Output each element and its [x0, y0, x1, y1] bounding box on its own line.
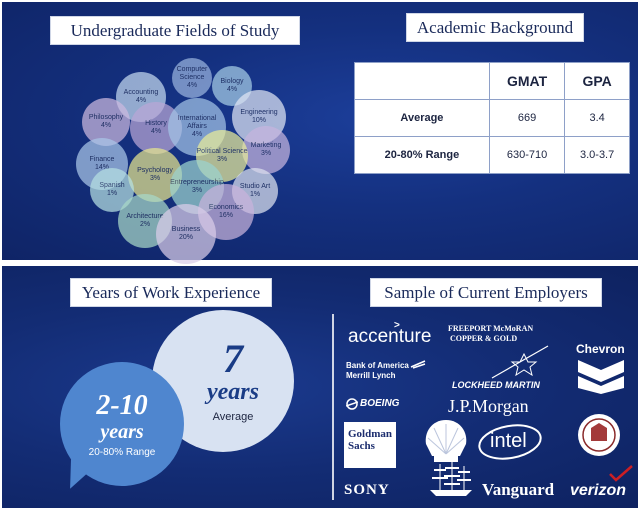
average-years-unit: years: [207, 379, 259, 405]
field-name: Business: [171, 226, 201, 233]
lockheed-logo: LOCKHEED MARTIN: [452, 380, 540, 390]
field-percent: 16%: [218, 212, 233, 219]
field-percent: 4%: [191, 131, 203, 138]
field-percent: 4%: [150, 128, 162, 135]
federal-reserve-seal-icon: [578, 414, 620, 456]
chevron-logo-text: Chevron: [576, 342, 625, 356]
shell-logo-icon: [425, 420, 467, 462]
average-label: Average: [212, 411, 254, 423]
verizon-check-icon: [609, 465, 633, 482]
gpa-range: 3.0-3.7: [564, 136, 630, 174]
table-header-row: GMAT GPA: [354, 62, 630, 100]
field-name: Architecture: [126, 213, 164, 220]
gmat-average: 669: [488, 99, 566, 137]
sony-logo: SONY: [344, 482, 390, 498]
goldman-line1: Goldman: [348, 428, 393, 440]
field-name: Psychology: [137, 167, 173, 174]
field-percent: 3%: [191, 187, 203, 194]
accenture-chevron-icon: >: [394, 320, 400, 331]
bofa-logo-line1: Bank of America: [346, 361, 409, 370]
goldman-line2: Sachs: [348, 440, 375, 452]
table-row: 20-80% Range 630-710 3.0-3.7: [354, 136, 630, 174]
field-percent: 4%: [100, 122, 112, 129]
field-name: International Affairs: [177, 115, 217, 130]
field-name: History: [145, 120, 167, 127]
field-name: Political Science: [196, 148, 248, 155]
employer-logos: accenture > FREEPORT McMoRAN COPPER & GO…: [330, 312, 638, 508]
top-panel: Undergraduate Fields of Study Academic B…: [2, 2, 638, 264]
field-percent: 1%: [106, 190, 118, 197]
field-name: Spanish: [99, 182, 125, 189]
range-label: 20-80% Range: [88, 446, 156, 458]
range-years-unit: years: [100, 420, 144, 443]
gpa-header: GPA: [564, 62, 630, 100]
verizon-logo: verizon: [570, 482, 627, 499]
field-percent: 20%: [178, 234, 193, 241]
field-name: Engineering: [240, 109, 278, 116]
academic-table: GMAT GPA Average 669 3.4 20-80% Range 63…: [354, 62, 630, 174]
gpa-average: 3.4: [564, 99, 630, 137]
bottom-panel: Years of Work Experience Sample of Curre…: [2, 266, 638, 508]
vanguard-logo: Vanguard: [482, 480, 555, 499]
freeport-logo-line2: COPPER & GOLD: [450, 334, 518, 343]
field-name: Accounting: [123, 89, 159, 96]
intel-logo: intel: [490, 430, 527, 452]
table-corner-cell: [354, 62, 490, 100]
tall-ship-icon: [430, 462, 472, 496]
fields-of-study-title: Undergraduate Fields of Study: [50, 16, 300, 45]
field-percent: 4%: [226, 86, 238, 93]
bofa-logo-line2: Merrill Lynch: [346, 371, 396, 380]
lockheed-star-icon: [491, 345, 549, 379]
field-percent: 2%: [139, 221, 151, 228]
gmat-header: GMAT: [488, 62, 566, 100]
field-percent: 3%: [216, 156, 228, 163]
field-percent: 4%: [186, 82, 198, 89]
field-name: Studio Art: [239, 183, 271, 190]
range-years-value: 2-10: [96, 389, 148, 421]
field-name: Philosophy: [88, 114, 124, 121]
field-name: Biology: [220, 78, 244, 85]
accenture-logo: accenture: [348, 326, 432, 347]
row-label-average: Average: [354, 99, 490, 137]
field-percent: 1%: [249, 191, 261, 198]
field-percent: 14%: [94, 164, 109, 171]
field-percent: 3%: [260, 150, 272, 157]
employers-divider: [332, 314, 334, 500]
field-percent: 3%: [149, 175, 161, 182]
row-label-range: 20-80% Range: [354, 136, 490, 174]
range-years-bubble: 2-10 years 20-80% Range: [60, 362, 184, 486]
field-name: Marketing: [250, 142, 282, 149]
chevron-logo-icon: [578, 360, 624, 394]
boeing-logo-icon: [346, 398, 358, 410]
gmat-range: 630-710: [488, 136, 566, 174]
field-name: Entrepreneurship: [170, 179, 224, 186]
average-years-value: 7: [223, 336, 243, 381]
work-experience-title: Years of Work Experience: [70, 278, 272, 307]
bofa-flag-icon: [410, 360, 426, 369]
field-percent: 4%: [135, 97, 147, 104]
goldman-sachs-logo: Goldman Sachs: [344, 422, 396, 468]
freeport-logo-line1: FREEPORT McMoRAN: [448, 324, 534, 333]
intel-logo-oval: [478, 424, 542, 460]
jpmorgan-logo: J.P.Morgan: [448, 396, 529, 416]
academic-background-title: Academic Background: [406, 13, 584, 42]
field-name: Computer Science: [176, 66, 208, 81]
table-row: Average 669 3.4: [354, 99, 630, 137]
field-percent: 10%: [251, 117, 266, 124]
boeing-logo: BOEING: [360, 398, 400, 409]
field-name: Finance: [89, 156, 115, 163]
field-name: Economics: [208, 204, 244, 211]
employers-title: Sample of Current Employers: [370, 278, 602, 307]
